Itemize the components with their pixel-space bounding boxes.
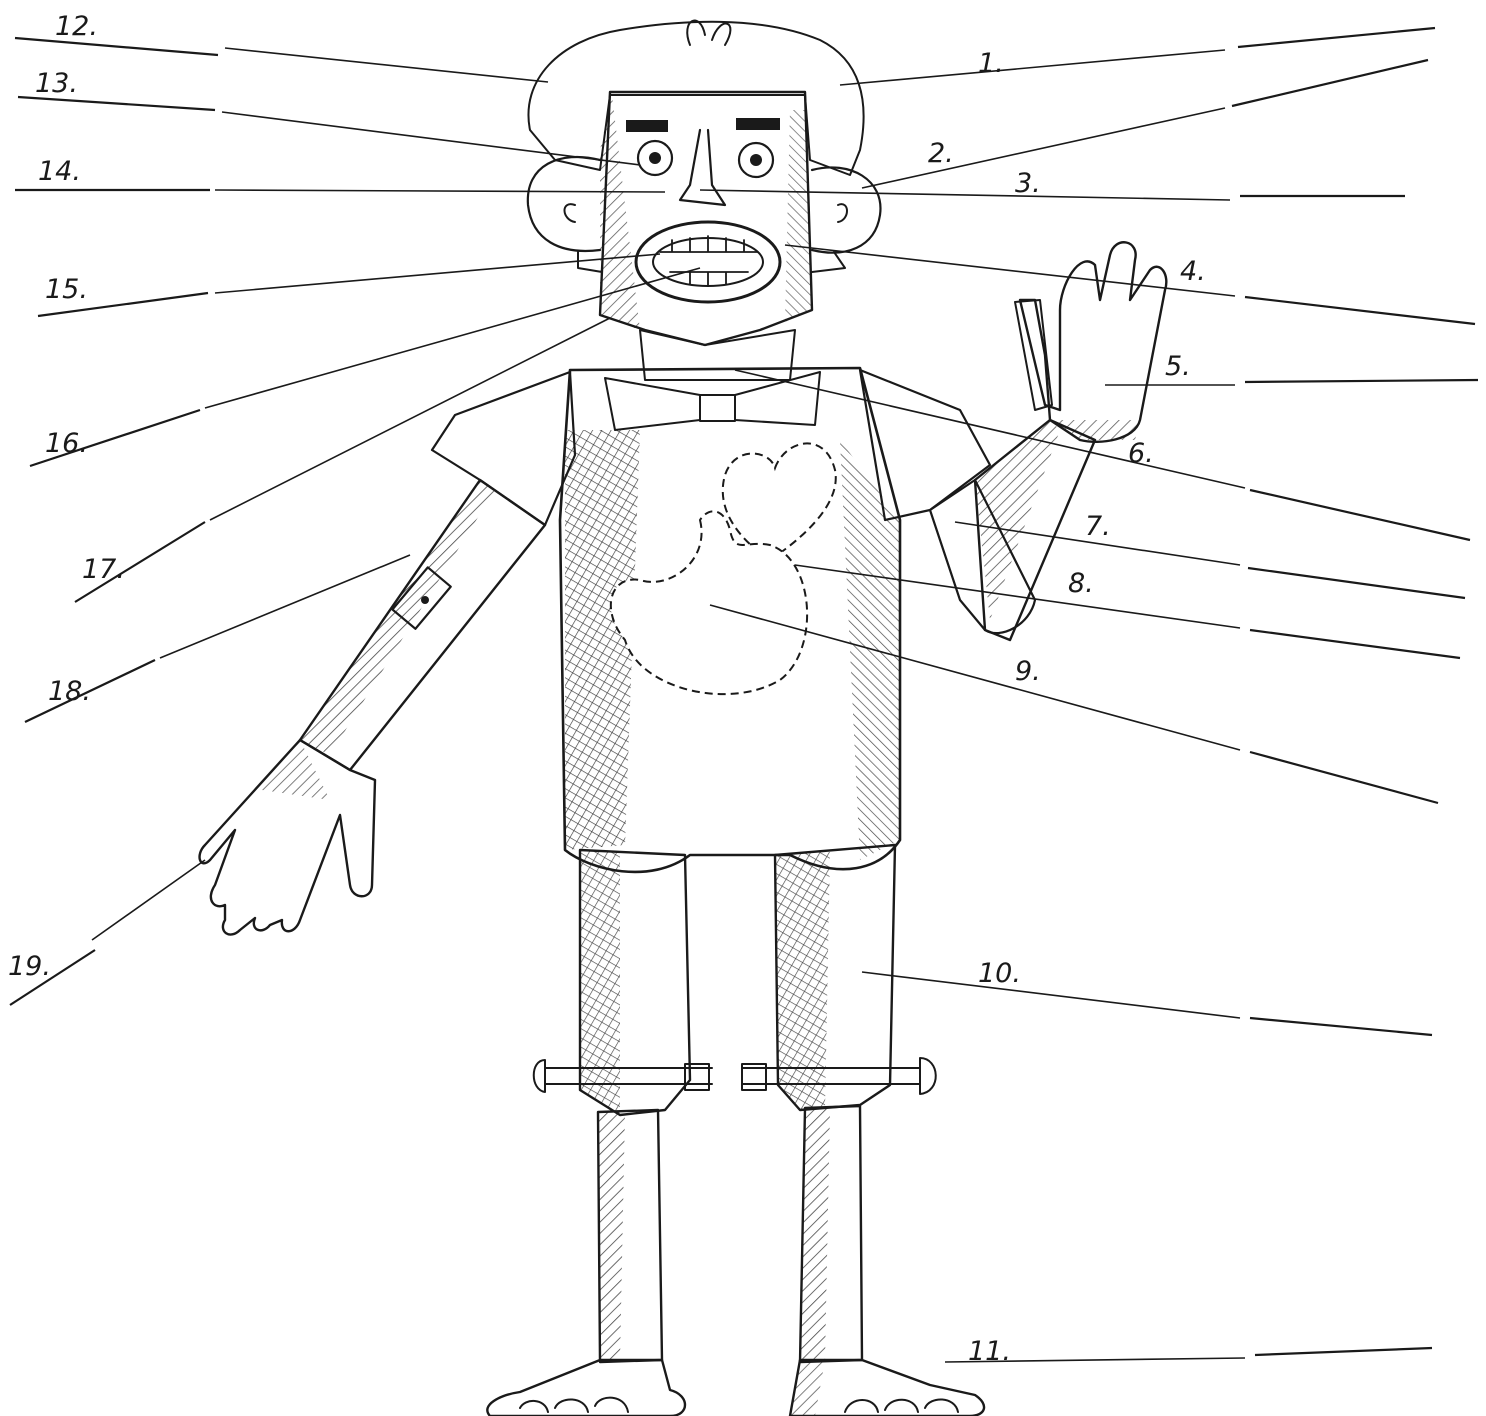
label-13-number: 13. [35,68,78,99]
answer-blank-8[interactable] [1250,630,1460,658]
right-hand [1015,242,1166,442]
label-6-number: 6. [1128,438,1154,469]
left-ear [528,157,600,251]
label-11: 11. [945,1336,1432,1367]
label-9-number: 9. [1015,656,1041,687]
answer-blank-7[interactable] [1248,568,1465,598]
label-7-number: 7. [1085,511,1111,542]
label-12: 12. [15,11,548,82]
label-9: 9. [710,605,1438,803]
label-16-number: 16. [45,428,88,459]
label-5: 5. [1105,351,1478,385]
label-3-number: 3. [1015,168,1041,199]
answer-blank-2[interactable] [1232,60,1428,106]
right-foot [790,1360,984,1416]
label-11-number: 11. [968,1336,1011,1367]
right-eye [739,143,773,177]
label-17: 17. [75,318,610,602]
left-eye [638,141,672,175]
left-hand [200,740,375,935]
label-2: 2. [862,60,1428,188]
label-8-number: 8. [1068,568,1094,599]
left-sleeve [432,372,575,525]
label-2-number: 2. [928,138,954,169]
label-1-number: 1. [978,48,1004,79]
answer-blank-12[interactable] [15,38,218,55]
right-eyebrow [736,118,780,130]
label-17-number: 17. [82,554,125,585]
label-10-number: 10. [978,958,1021,989]
right-leg [775,845,895,1362]
answer-blank-6[interactable] [1250,490,1470,540]
heart [723,443,836,560]
label-14: 14. [15,156,665,192]
label-5-number: 5. [1165,351,1191,382]
mouth [636,222,780,302]
left-foot [487,1360,685,1416]
neck [640,330,795,380]
answer-blank-4[interactable] [1245,297,1475,324]
label-19: 19. [8,860,205,1005]
label-18-number: 18. [48,676,91,707]
label-1: 1. [840,28,1435,85]
label-10: 10. [862,958,1432,1035]
label-12-number: 12. [55,11,98,42]
label-4-number: 4. [1180,256,1206,287]
answer-blank-1[interactable] [1238,28,1435,47]
left-eyebrow [626,120,668,132]
left-arm [300,480,545,770]
label-4: 4. [785,245,1475,324]
answer-blank-11[interactable] [1255,1348,1432,1355]
answer-blank-9[interactable] [1250,752,1438,803]
label-7: 7. [955,511,1465,598]
nose [680,130,725,205]
answer-blank-10[interactable] [1250,1018,1432,1035]
robot-figure [200,21,1167,1416]
left-leg [580,850,690,1362]
label-19-number: 19. [8,951,51,982]
label-14-number: 14. [38,156,81,187]
answer-blank-5[interactable] [1245,380,1478,382]
label-15: 15. [38,254,660,316]
label-15-number: 15. [45,274,88,305]
